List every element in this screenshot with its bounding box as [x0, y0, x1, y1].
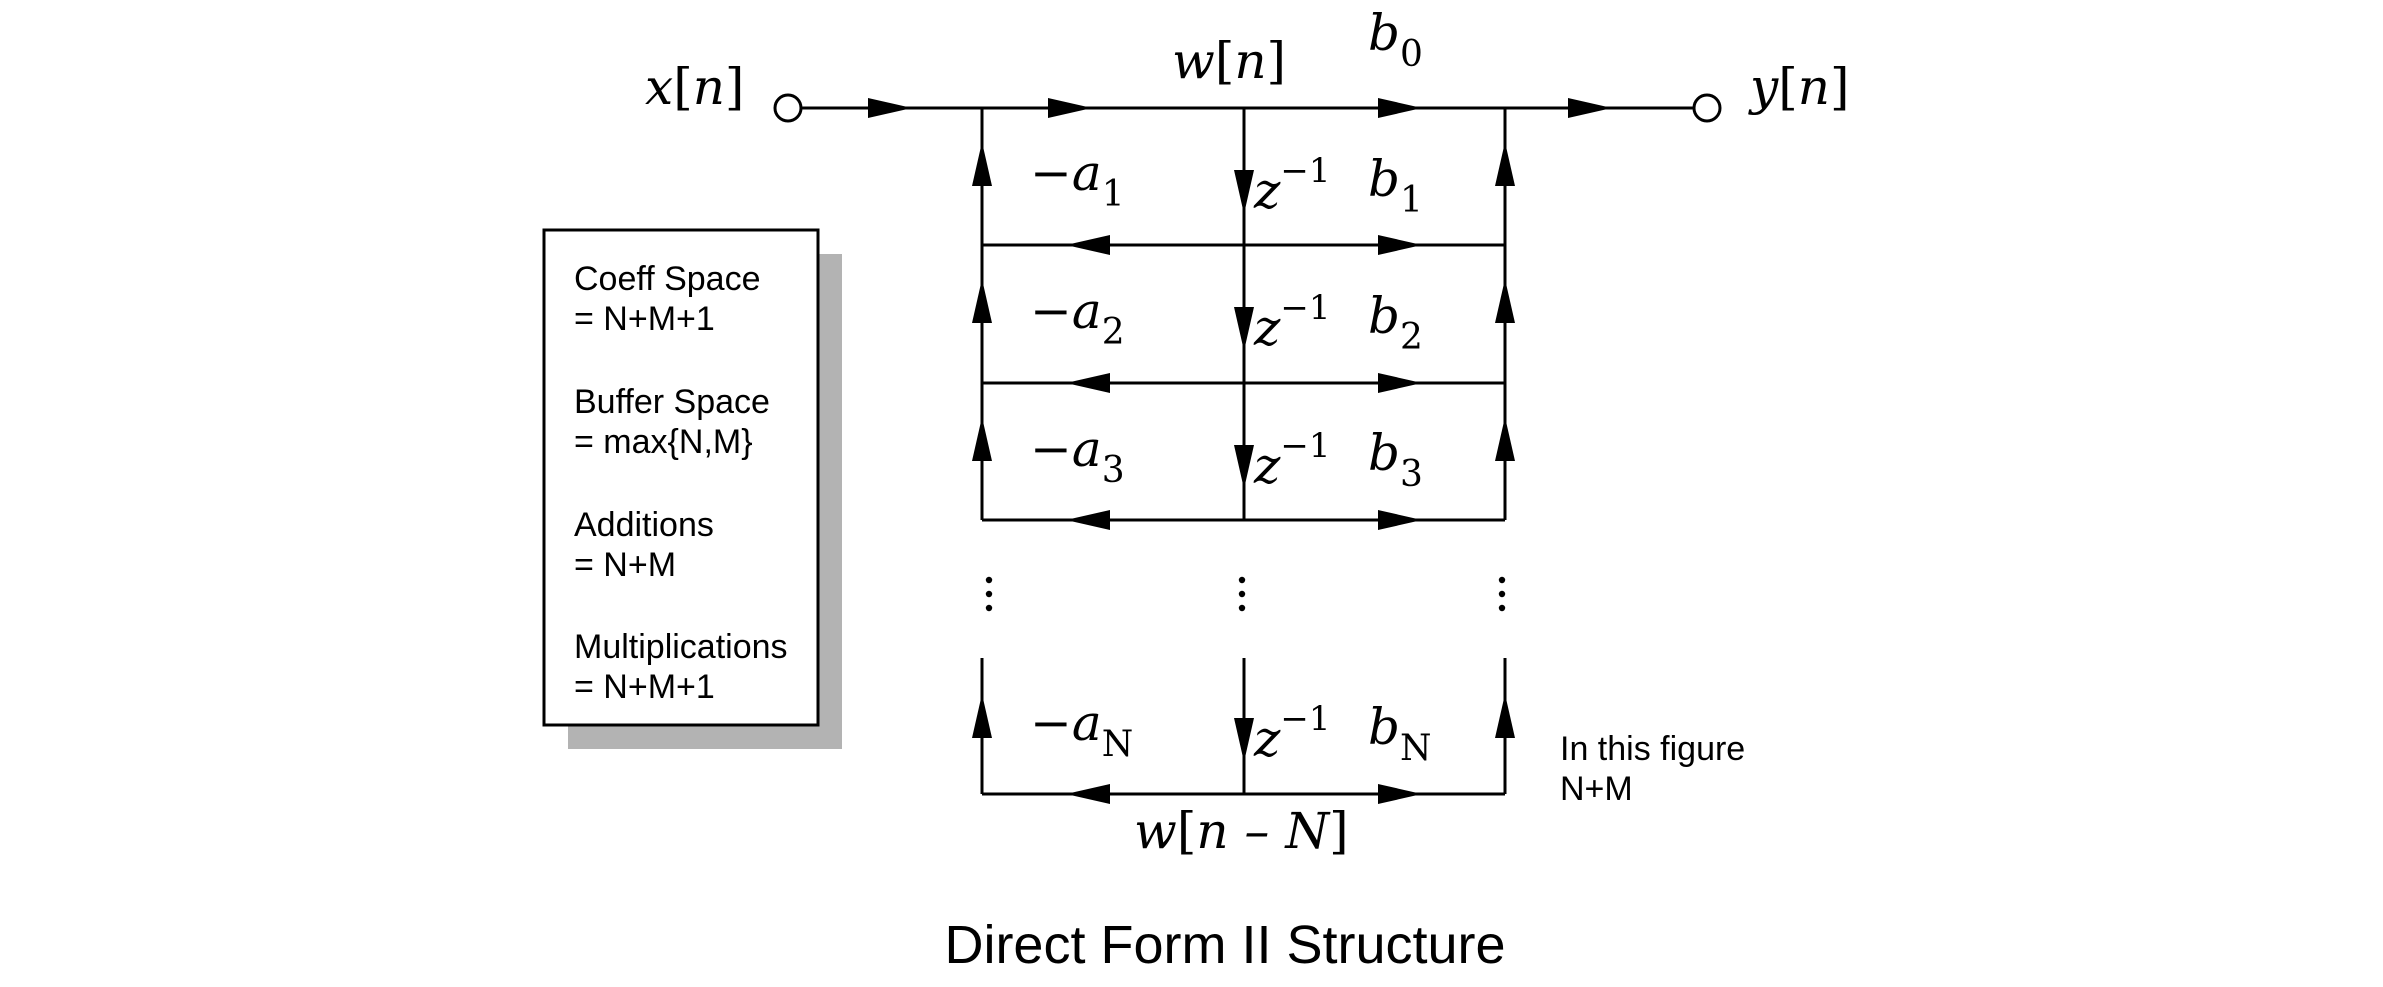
- arrow-down-delay-2: [1234, 307, 1254, 351]
- arrow-up-left-2: [972, 279, 992, 323]
- w-n-minus-n-label: w[n – N]: [1134, 802, 1349, 860]
- arrow-right-tap-1: [1378, 235, 1422, 255]
- arrow-right-tap-3: [1378, 510, 1422, 530]
- note-line-2: N+M: [1560, 770, 1633, 808]
- arrow-right-w: [1048, 98, 1092, 118]
- arrow-down-delay-1: [1234, 170, 1254, 214]
- output-signal-label: y[n]: [1748, 58, 1849, 116]
- ellipsis-dots: [985, 576, 1506, 612]
- additions-value: = N+M: [574, 546, 676, 584]
- coeff-space-label: Coeff Space: [574, 260, 761, 298]
- coeff-b2: b2: [1368, 287, 1423, 358]
- delay-z-inverse-2: z−1: [1253, 288, 1330, 357]
- input-signal-label: x[n]: [645, 58, 744, 116]
- note-line-1: In this figure: [1560, 730, 1745, 768]
- coeff-space-value: = N+M+1: [574, 300, 715, 338]
- diagram-title: Direct Form II Structure: [944, 915, 1505, 975]
- coeff-minus-an: −aN: [1030, 694, 1133, 765]
- ellipsis-right: [1498, 576, 1506, 612]
- info-box: Coeff Space = N+M+1 Buffer Space = max{N…: [542, 228, 842, 749]
- arrow-up-left-3: [972, 417, 992, 461]
- arrow-right-input: [868, 98, 912, 118]
- w-n-label: w[n]: [1172, 32, 1286, 90]
- coeff-minus-a1: −a1: [1030, 144, 1125, 215]
- arrow-up-left-n: [972, 694, 992, 738]
- coeff-b0: b0: [1368, 4, 1423, 75]
- output-node: [1692, 93, 1722, 123]
- arrow-right-b0: [1378, 98, 1422, 118]
- arrow-up-right-n: [1495, 694, 1515, 738]
- coeff-minus-a3: −a3: [1030, 420, 1125, 491]
- arrow-down-delay-n: [1234, 718, 1254, 762]
- multiplications-value: = N+M+1: [574, 668, 715, 706]
- coeff-b3: b3: [1368, 424, 1423, 495]
- arrow-right-tap-2: [1378, 373, 1422, 393]
- arrow-right-tap-n: [1378, 784, 1422, 804]
- arrow-left-tap-1: [1066, 235, 1110, 255]
- arrowheads: [868, 98, 1612, 804]
- buffer-space-value: = max{N,M}: [574, 423, 753, 461]
- arrow-up-right-2: [1495, 279, 1515, 323]
- ellipsis-center: [1238, 576, 1246, 612]
- coeff-bn: bN: [1368, 698, 1432, 769]
- multiplications-label: Multiplications: [574, 628, 788, 666]
- coeff-minus-a2: −a2: [1030, 282, 1125, 353]
- arrow-up-right-3: [1495, 417, 1515, 461]
- delay-z-inverse-n: z−1: [1253, 699, 1330, 768]
- arrow-left-tap-n: [1066, 784, 1110, 804]
- arrow-up-right-1: [1495, 142, 1515, 186]
- arrow-left-tap-3: [1066, 510, 1110, 530]
- additions-label: Additions: [574, 506, 714, 544]
- arrow-down-delay-3: [1234, 445, 1254, 489]
- arrow-right-output: [1568, 98, 1612, 118]
- buffer-space-label: Buffer Space: [574, 383, 770, 421]
- coeff-b1: b1: [1368, 150, 1423, 221]
- arrow-up-left-1: [972, 142, 992, 186]
- input-node: [773, 93, 803, 123]
- ellipsis-left: [985, 576, 993, 612]
- info-box-frame: [542, 228, 820, 727]
- delay-z-inverse-1: z−1: [1253, 151, 1330, 220]
- arrow-left-tap-2: [1066, 373, 1110, 393]
- delay-z-inverse-3: z−1: [1253, 426, 1330, 495]
